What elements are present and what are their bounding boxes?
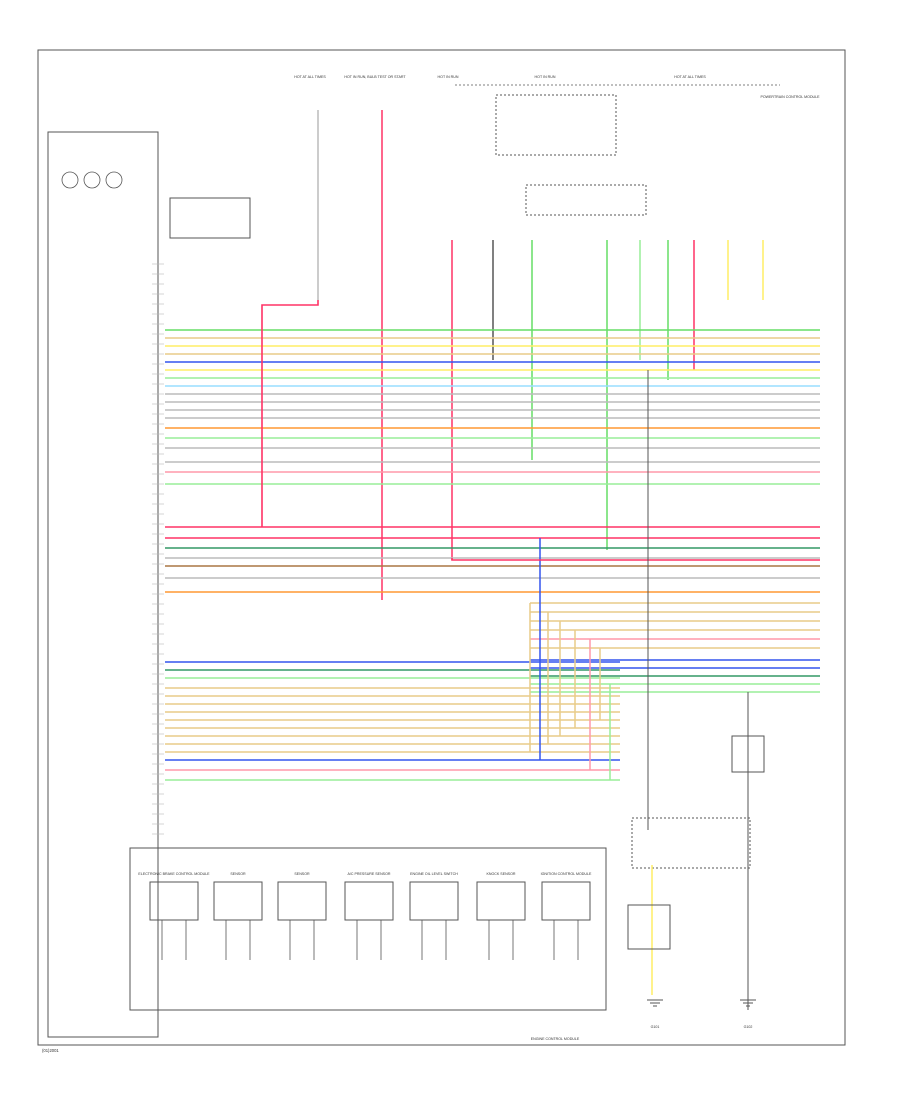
top-label: HOT IN RUN, BULB TEST OR START <box>344 75 406 79</box>
top-label: POWERTRAIN CONTROL MODULE <box>760 95 820 99</box>
module-label: SENSOR <box>230 872 246 876</box>
page-id: (01)2001 <box>42 1048 59 1053</box>
module-label: A/C PRESSURE SENSOR <box>348 872 391 876</box>
top-label: HOT IN RUN <box>535 75 556 79</box>
switch-box <box>627 904 671 950</box>
module-label: IGNITION CONTROL MODULE <box>541 872 592 876</box>
top-label: HOT IN RUN <box>438 75 459 79</box>
module-label: ENGINE OIL LEVEL SWITCH <box>410 872 458 876</box>
module-box-5 <box>476 881 526 921</box>
control-module-top <box>169 197 251 239</box>
module-box-6 <box>541 881 591 921</box>
outer-border <box>37 49 846 1046</box>
inner-left-frame <box>47 131 159 1038</box>
module-box-1 <box>213 881 263 921</box>
module-label: ELECTRONIC BRAKE CONTROL MODULE <box>138 872 210 876</box>
ground-label-right: G102 <box>744 1025 753 1029</box>
block-title: ENGINE CONTROL MODULE <box>531 1037 580 1041</box>
module-group-frame <box>129 847 607 1011</box>
legend-circle <box>83 171 101 189</box>
relay-box <box>495 94 617 156</box>
legend-circle <box>61 171 79 189</box>
module-box-0 <box>149 881 199 921</box>
right-component <box>731 735 765 773</box>
relay-box-lower <box>525 184 647 216</box>
module-label: SENSOR <box>294 872 310 876</box>
ground-label-left: G101 <box>651 1025 660 1029</box>
red-route-2 <box>451 558 820 561</box>
module-box-4 <box>409 881 459 921</box>
module-label: KNOCK SENSOR <box>487 872 516 876</box>
module-box-3 <box>344 881 394 921</box>
legend-circle <box>105 171 123 189</box>
red-route <box>261 300 319 527</box>
top-label: HOT AT ALL TIMES <box>294 75 326 79</box>
top-label: HOT AT ALL TIMES <box>674 75 706 79</box>
right-module-box <box>631 817 751 869</box>
module-box-2 <box>277 881 327 921</box>
